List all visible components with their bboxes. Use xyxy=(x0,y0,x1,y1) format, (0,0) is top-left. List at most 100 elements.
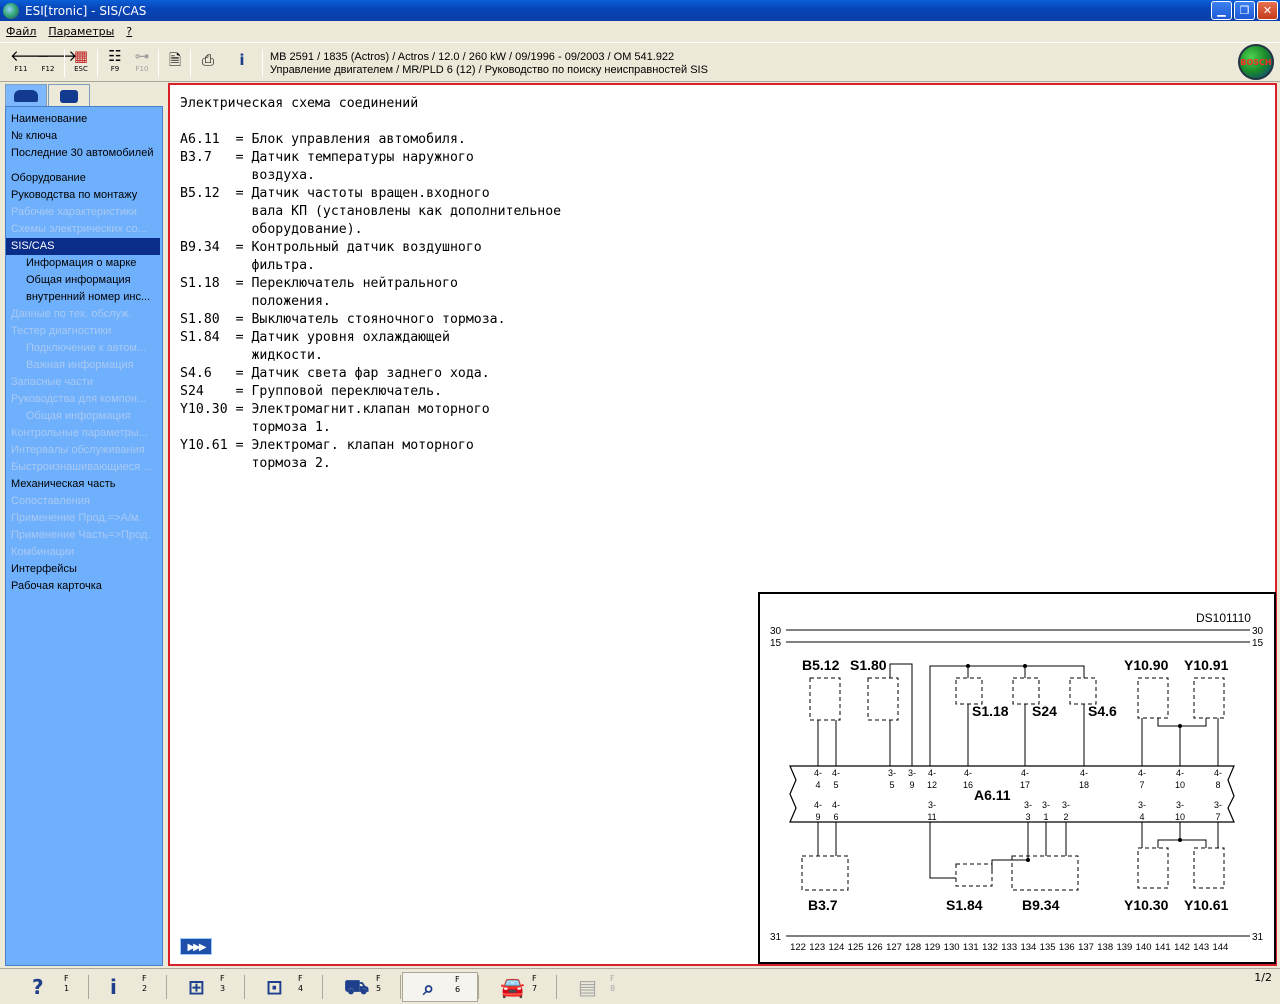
ruler-number: 144 xyxy=(1212,942,1228,953)
nav-item[interactable]: Руководства по монтажу xyxy=(11,189,138,201)
nav-item: Подключение к автом... xyxy=(26,342,147,354)
next-page-button[interactable]: ▶▶▶ xyxy=(180,938,212,955)
nav-item[interactable]: Общая информация xyxy=(26,274,131,286)
maximize-button[interactable]: ❐ xyxy=(1234,1,1255,20)
function-key-label: F 4 xyxy=(298,974,304,993)
function-key-label: F 3 xyxy=(220,974,226,993)
component-s1-84: S1.84 xyxy=(946,897,983,913)
document-line: воздуха. xyxy=(180,168,315,183)
ecu-label: A6.11 xyxy=(974,787,1011,803)
close-button[interactable]: ✕ xyxy=(1257,1,1278,20)
menu-params[interactable]: Параметры xyxy=(48,24,115,38)
f10-button[interactable]: ⊶ F10 xyxy=(131,47,153,79)
ecu-pin-connector: 4- xyxy=(832,768,840,778)
forward-button[interactable]: 🡒 F12 xyxy=(37,47,78,73)
document-line: тормоза 2. xyxy=(180,456,331,471)
ecu-pin-connector: 3- xyxy=(928,800,936,810)
nav-item: Сопоставления xyxy=(11,495,90,507)
document-line: тормоза 1. xyxy=(180,420,331,435)
document-line: оборудование). xyxy=(180,222,363,237)
ruler-number: 131 xyxy=(963,942,979,953)
engine-icon xyxy=(60,90,78,103)
ruler-number: 143 xyxy=(1193,942,1209,953)
nav-item[interactable]: Наименование xyxy=(11,113,88,125)
ecu-pin-connector: 3- xyxy=(908,768,916,778)
nav-item: Контрольные параметры... xyxy=(11,427,148,439)
document-icon: 🗎 xyxy=(168,51,182,69)
function-key-f7[interactable]: 🚘F 7 xyxy=(480,972,556,1002)
rail-30-left: 30 xyxy=(770,626,782,637)
nav-item[interactable]: Последние 30 автомобилей xyxy=(11,147,154,159)
bosch-logo: BOSCH xyxy=(1238,44,1274,80)
tab-vehicle[interactable] xyxy=(5,84,47,108)
info-button[interactable]: i xyxy=(231,47,253,79)
nav-item: Рабочие характеристики xyxy=(11,206,137,218)
nav-item: Комбинации xyxy=(11,546,75,558)
function-key-f4[interactable]: ⊡F 4 xyxy=(246,972,322,1002)
nav-item[interactable]: Механическая часть xyxy=(11,478,116,490)
ecu-pin-connector: 4- xyxy=(964,768,972,778)
document-line xyxy=(180,113,561,131)
arrow-right-icon: 🡒 xyxy=(37,47,78,65)
function-key-f5[interactable]: ⛟F 5 xyxy=(324,972,400,1002)
nav-item: Интервалы обслуживания xyxy=(11,444,145,456)
nav-item[interactable]: внутренний номер инс... xyxy=(26,291,151,303)
document-line: вала КП (установлены как дополнительное xyxy=(180,204,562,219)
ecu-pin-number: 10 xyxy=(1175,780,1185,790)
ruler-number: 125 xyxy=(848,942,864,953)
document-line: S1.18 = Переключатель нейтрального xyxy=(180,276,458,291)
parts-list-icon: ⊞ xyxy=(188,975,205,999)
tree-icon: ⊶ xyxy=(134,47,150,65)
nav-item: Быстроизнашивающиеся ... xyxy=(11,461,153,473)
diagnostic-tester-icon: ⛟ xyxy=(344,975,370,999)
rail-15-left: 15 xyxy=(770,638,782,649)
ecu-pin-number: 16 xyxy=(963,780,973,790)
component-s24: S24 xyxy=(1032,703,1057,719)
function-key-f6[interactable]: ⌕F 6 xyxy=(402,972,478,1002)
nav-item: Общая информация xyxy=(26,410,131,422)
back-button[interactable]: 🡐 F11 xyxy=(10,47,51,73)
function-key-label: F 7 xyxy=(532,974,538,993)
document-line: положения. xyxy=(180,294,331,309)
ecu-pin-number: 3 xyxy=(1025,812,1030,822)
menu-file[interactable]: Файл xyxy=(6,24,37,38)
nav-item[interactable]: Интерфейсы xyxy=(11,563,77,575)
tab-engine[interactable] xyxy=(48,84,90,107)
vehicle-icon xyxy=(14,90,38,102)
nav-item[interactable]: № ключа xyxy=(11,130,58,142)
escape-button[interactable]: ▦ ESC xyxy=(70,47,92,79)
disabled-function-icon: ▤ xyxy=(578,975,597,999)
menu-help[interactable]: ? xyxy=(126,24,133,38)
ecu-pin-connector: 4- xyxy=(1021,768,1029,778)
component-s1-18: S1.18 xyxy=(972,703,1009,719)
ecu-pin-number: 2 xyxy=(1063,812,1068,822)
ruler-number: 136 xyxy=(1059,942,1075,953)
ecu-pin-connector: 4- xyxy=(928,768,936,778)
arrow-left-icon: 🡐 xyxy=(10,47,51,65)
nav-item[interactable]: Рабочая карточка xyxy=(11,580,102,592)
function-key-label: F 2 xyxy=(142,974,148,993)
nav-item[interactable]: Информация о марке xyxy=(26,257,137,269)
ecu-pin-connector: 4- xyxy=(1080,768,1088,778)
nav-item[interactable]: Оборудование xyxy=(11,172,86,184)
document-line: S4.6 = Датчик света фар заднего хода. xyxy=(180,366,490,381)
ecu-pin-connector: 3- xyxy=(1062,800,1070,810)
function-key-f1[interactable]: ?F 1 xyxy=(12,972,88,1002)
document-line: S1.80 = Выключатель стояночного тормоза. xyxy=(180,312,506,327)
vehicle-line-2: Управление двигателем / MR/PLD 6 (12) / … xyxy=(270,64,708,76)
nav-item[interactable]: SIS/CAS xyxy=(6,238,160,255)
window-title: ESI[tronic] - SIS/CAS xyxy=(25,3,147,18)
ecu-pin-number: 5 xyxy=(889,780,894,790)
nav-item: Запасные части xyxy=(11,376,94,388)
ecu-pin-connector: 3- xyxy=(1024,800,1032,810)
print-button[interactable]: ⎙ xyxy=(197,47,219,79)
document-button[interactable]: 🗎 xyxy=(164,47,186,79)
document-line: A6.11 = Блок управления автомобиля. xyxy=(180,132,466,147)
nav-item: Данные по тех. обслуж. xyxy=(11,308,132,320)
minimize-button[interactable]: ▁ xyxy=(1211,1,1232,20)
function-key-f3[interactable]: ⊞ F 3 xyxy=(168,972,244,1002)
document-line: Y10.61 = Электромаг. клапан моторного xyxy=(180,438,474,453)
document-line: B9.34 = Контрольный датчик воздушного xyxy=(180,240,482,255)
f9-button[interactable]: ☷ F9 xyxy=(104,47,126,79)
